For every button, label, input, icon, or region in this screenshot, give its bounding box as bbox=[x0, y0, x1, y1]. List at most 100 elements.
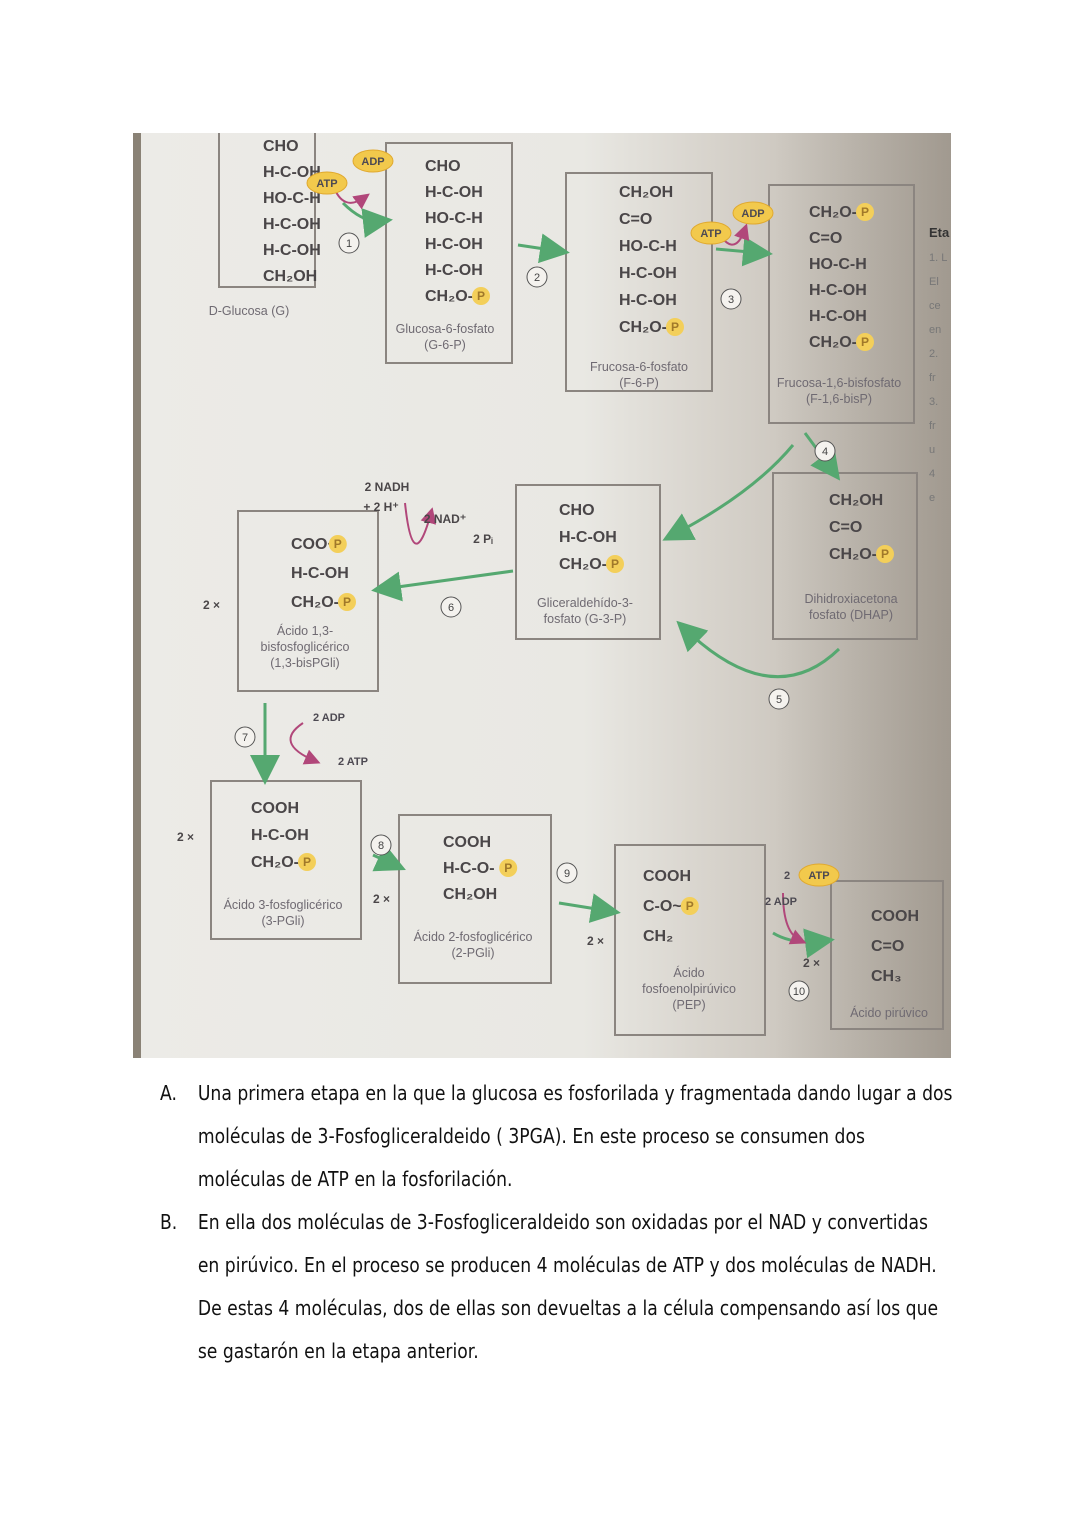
bpg-formula-line: CH₂O- bbox=[291, 594, 339, 611]
atp-3-pill bbox=[690, 221, 732, 245]
arrow-nad bbox=[404, 502, 437, 545]
glucose-caption: D-Glucosa (G) bbox=[209, 304, 290, 318]
f16bp-formula-line: CH₂O- bbox=[809, 204, 857, 221]
pg2-1-phosphate-circle bbox=[499, 859, 518, 877]
atp-3-label: ATP bbox=[700, 228, 721, 240]
step-10-circle bbox=[788, 980, 810, 1002]
adp-1-label: ADP bbox=[361, 156, 384, 168]
two-atp-label: 2 ATP bbox=[338, 756, 368, 768]
bpg-caption: Ácido 1,3- bbox=[277, 623, 333, 638]
atp-10-pill bbox=[798, 863, 840, 887]
pep-1-phosphate-label: P bbox=[686, 899, 694, 913]
f6p-formula-line: C=O bbox=[619, 211, 652, 228]
dhap-formula-line: CH₂OH bbox=[829, 492, 883, 509]
pg3-formula-line: H-C-OH bbox=[251, 827, 309, 844]
f6p-formula-line: CH₂O- bbox=[619, 319, 667, 336]
f16bp-formula-line: H-C-OH bbox=[809, 308, 867, 325]
side-text-fragment: 2. bbox=[929, 348, 938, 360]
f16bp-formula-line: CH₂O- bbox=[809, 334, 857, 351]
pg2-box bbox=[398, 814, 552, 984]
step-8-circle bbox=[370, 834, 392, 856]
side-text-fragment: 3. bbox=[929, 396, 938, 408]
f16bp-5-phosphate-circle bbox=[856, 333, 874, 351]
pep-caption: fosfoenolpirúvico bbox=[642, 982, 736, 996]
arrow-step1 bbox=[341, 201, 393, 238]
page-shadow bbox=[773, 133, 951, 1058]
arrow-step2 bbox=[517, 233, 570, 264]
note-a-text: Una primera etapa en la que la glucosa e… bbox=[197, 1081, 953, 1191]
dhap-2-phosphate-circle bbox=[876, 545, 894, 563]
step-6-circle bbox=[440, 596, 462, 618]
f6p-box bbox=[565, 172, 713, 392]
step-5-circle bbox=[768, 688, 790, 710]
adp-3-pill bbox=[732, 201, 774, 225]
dhap-formula-line: CH₂O- bbox=[829, 546, 877, 563]
glycolysis-diagram-photo: CHO H-C-OH HO-C-H H-C-OH H-C-OH CH₂OH D-Glucos… bbox=[133, 133, 951, 1058]
pg3-formula-line: CH₂O- bbox=[251, 854, 299, 871]
step-3-circle bbox=[720, 288, 742, 310]
arrow-step10 bbox=[772, 928, 835, 959]
note-b-text: En ella dos moléculas de 3-Fosfogliceral… bbox=[197, 1210, 939, 1363]
pg2-caption: Ácido 2-fosfoglicérico bbox=[414, 929, 533, 944]
glucose-box bbox=[218, 133, 316, 288]
pg2-formula-line: H-C-O- bbox=[443, 860, 495, 877]
two-adp-label: 2 ADP bbox=[313, 712, 345, 724]
step-4-label: 4 bbox=[822, 446, 828, 458]
notes-list: A. Una primera etapa en la que la glucos… bbox=[160, 1072, 953, 1373]
side-text-fragment: fr bbox=[929, 420, 936, 432]
adp-1-pill bbox=[352, 149, 394, 173]
g3p-caption: Gliceraldehído-3- bbox=[537, 596, 633, 610]
g3p-formula-line: CHO bbox=[559, 502, 595, 519]
side-text-fragment: e bbox=[929, 492, 935, 504]
multiplier-0: 2 × bbox=[203, 598, 220, 612]
f16bp-formula-line: C=O bbox=[809, 230, 842, 247]
pep-formula-line: C-O~ bbox=[643, 898, 682, 915]
multiplier-4: 2 × bbox=[803, 956, 820, 970]
dhap-2-phosphate-label: P bbox=[881, 547, 889, 561]
pi-label: 2 Pᵢ bbox=[473, 532, 493, 546]
bpg-2-phosphate-circle bbox=[338, 593, 356, 611]
pyr-formula-line: COOH bbox=[871, 908, 919, 925]
pyr-formula-line: C=O bbox=[871, 938, 904, 955]
step-2-circle bbox=[526, 266, 548, 288]
step-8-label: 8 bbox=[378, 840, 384, 852]
step-7-label: 7 bbox=[242, 732, 248, 744]
arrow-adp-7 bbox=[289, 722, 321, 765]
step-3-label: 3 bbox=[728, 294, 734, 306]
pg3-2-phosphate-label: P bbox=[303, 855, 311, 869]
dhap-caption: Dihidroxiacetona bbox=[804, 592, 897, 606]
dhap-box bbox=[772, 472, 918, 640]
arrow-step6 bbox=[371, 569, 514, 602]
g6p-5-phosphate-label: P bbox=[477, 289, 485, 303]
note-a: A. Una primera etapa en la que la glucos… bbox=[160, 1072, 953, 1201]
dhap-formula-line: C=O bbox=[829, 519, 862, 536]
pg3-caption: (3-PGli) bbox=[261, 914, 304, 928]
f16bp-0-phosphate-label: P bbox=[861, 205, 869, 219]
arrow-step3 bbox=[715, 236, 773, 267]
multiplier-2: 2 × bbox=[373, 892, 390, 906]
note-b-letter: B. bbox=[160, 1210, 178, 1234]
g3p-formula-line: H-C-OH bbox=[559, 529, 617, 546]
step-6-label: 6 bbox=[448, 602, 454, 614]
multiplier-1: 2 × bbox=[177, 830, 194, 844]
pg3-caption: Ácido 3-fosfoglicérico bbox=[224, 897, 343, 912]
g6p-caption: (G-6-P) bbox=[424, 338, 466, 352]
step-5-label: 5 bbox=[776, 694, 782, 706]
atp-1-pill bbox=[306, 171, 348, 195]
step-4-circle bbox=[814, 440, 836, 462]
g6p-formula-line: H-C-OH bbox=[425, 236, 483, 253]
side-text-fragment: fr bbox=[929, 372, 936, 384]
g6p-caption: Glucosa-6-fosfato bbox=[396, 322, 495, 336]
pep-1-phosphate-circle bbox=[680, 897, 699, 915]
f6p-formula-line: H-C-OH bbox=[619, 292, 677, 309]
f6p-caption: Frucosa-6-fosfato bbox=[590, 360, 688, 374]
f16bp-caption: Frucosa-1,6-bisfosfato bbox=[777, 376, 901, 390]
note-a-letter: A. bbox=[160, 1081, 177, 1105]
pep-caption: Ácido bbox=[673, 965, 704, 980]
f16bp-box bbox=[768, 184, 915, 424]
glucose-formula-line: HO-C-H bbox=[263, 190, 321, 207]
f6p-5-phosphate-label: P bbox=[671, 320, 679, 334]
f6p-formula-line: HO-C-H bbox=[619, 238, 677, 255]
arrow-step8 bbox=[372, 843, 406, 872]
step-7-circle bbox=[234, 726, 256, 748]
